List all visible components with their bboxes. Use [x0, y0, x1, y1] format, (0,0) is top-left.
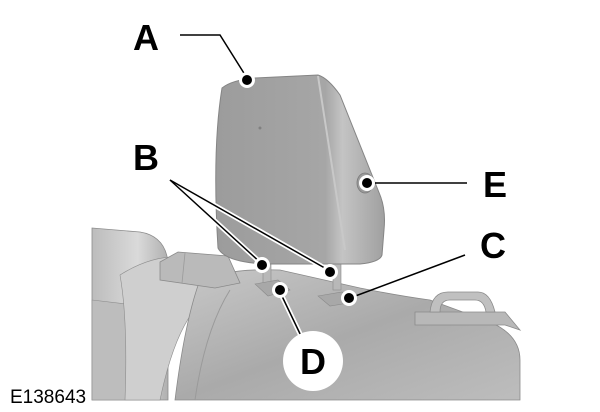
callout-c: C: [341, 225, 506, 306]
figure-id: E138643: [10, 387, 86, 408]
seat-backrest: [174, 269, 521, 401]
headrest: [215, 74, 385, 265]
left-center-headrest-lowered: [159, 251, 241, 289]
right-headrest-handle: [414, 291, 522, 331]
callout-d: D: [272, 282, 343, 391]
callout-label-d: D: [300, 341, 326, 382]
callout-e: E: [359, 164, 507, 205]
callout-label-b: B: [133, 137, 159, 178]
callout-label-c: C: [480, 225, 506, 266]
callout-a: A: [133, 17, 255, 88]
callout-label-a: A: [133, 17, 159, 58]
callout-b: B: [133, 137, 338, 280]
callout-label-e: E: [483, 164, 507, 205]
